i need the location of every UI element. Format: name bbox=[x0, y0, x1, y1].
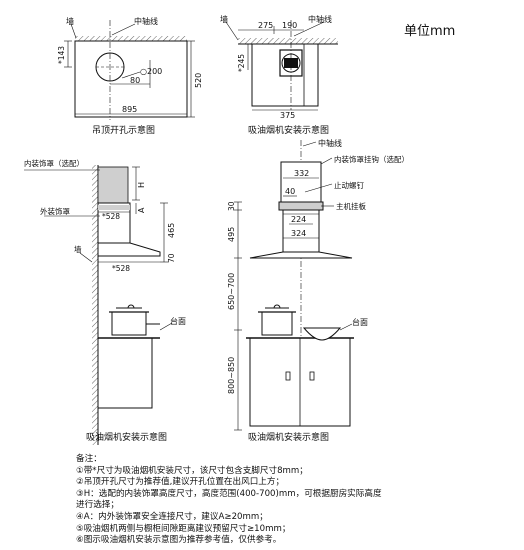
label-wall-1: 墙 bbox=[66, 16, 74, 26]
dim-465: 465 bbox=[167, 223, 176, 238]
pot-side bbox=[111, 311, 147, 336]
label-center-line-3: 中轴线 bbox=[318, 138, 342, 148]
note-line-6: ⑤吸油烟机两侧与橱柜间隙距离建议预留尺寸≥10mm； bbox=[76, 523, 291, 534]
note-line-7: ⑥图示吸油烟机安装示意图为推荐参考值，仅供参考。 bbox=[76, 535, 282, 546]
motor-core bbox=[284, 58, 298, 68]
pot-front bbox=[261, 311, 293, 336]
label-countertop-1: 台面 bbox=[170, 316, 186, 326]
dim-224: 224 bbox=[291, 215, 306, 224]
unit-label: 单位mm bbox=[404, 24, 456, 39]
dim-80: 80 bbox=[130, 76, 140, 85]
label-h: H bbox=[137, 182, 146, 188]
dim-190: 190 bbox=[282, 21, 297, 30]
label-center-line-1: 中轴线 bbox=[134, 16, 158, 26]
label-wall-2: 墙 bbox=[220, 14, 228, 24]
label-stop-screw: 止动螺钉 bbox=[334, 180, 364, 190]
dim-30: 30 bbox=[227, 201, 236, 211]
hood-body-top bbox=[251, 43, 319, 107]
caption-hood-install-front: 吸油烟机安装示意图 bbox=[248, 431, 329, 443]
dim-528-b: *528 bbox=[112, 264, 130, 273]
dim-324: 324 bbox=[291, 229, 306, 238]
main-hanger-plate bbox=[278, 201, 324, 211]
dim-800-850: 800~850 bbox=[227, 357, 236, 394]
label-center-line-2: 中轴线 bbox=[308, 14, 332, 24]
hood-body-front bbox=[249, 251, 353, 259]
dim-895: 895 bbox=[122, 105, 137, 114]
label-inner-cover: 内装饰罩（选配） bbox=[24, 158, 84, 168]
notes-title: 备注： bbox=[76, 454, 102, 464]
dim-495: 495 bbox=[227, 227, 236, 242]
label-outer-cover: 外装饰罩 bbox=[40, 206, 70, 216]
dim-143: *143 bbox=[57, 46, 66, 64]
dim-40: 40 bbox=[285, 187, 295, 196]
dim-520: 520 bbox=[194, 73, 203, 88]
dim-275: 275 bbox=[258, 21, 273, 30]
caption-hood-install-top: 吸油烟机安装示意图 bbox=[248, 124, 329, 136]
outer-cover-front bbox=[282, 209, 320, 253]
note-line-5: ④A：内外装饰罩安全连接尺寸，建议A≥20mm； bbox=[76, 511, 268, 522]
hood-install-side-diagram: 内装饰罩（选配） 外装饰罩 墙 H A *528 *528 465 70 台面 … bbox=[24, 158, 186, 445]
dim-528-a: *528 bbox=[102, 212, 120, 221]
ceiling-hatch bbox=[75, 36, 187, 41]
wall-hatch-top bbox=[238, 38, 338, 44]
dim-200: ○200 bbox=[140, 67, 162, 76]
ceiling-hole-diagram: 墙 中轴线 *143 ○200 80 520 895 吊顶开孔示意图 bbox=[57, 16, 203, 136]
note-line-1: ①带*尺寸为吸油烟机安装尺寸，该尺寸包含支脚尺寸8mm； bbox=[76, 465, 308, 476]
label-countertop-2: 台面 bbox=[352, 317, 368, 327]
inner-cover bbox=[97, 166, 129, 204]
label-inner-cover-hook: 内装饰罩挂钩（选配） bbox=[334, 154, 409, 164]
cabinet-side bbox=[97, 337, 153, 409]
dim-70: 70 bbox=[167, 253, 176, 263]
caption-ceiling-hole: 吊顶开孔示意图 bbox=[92, 124, 155, 136]
dim-650-700: 650~700 bbox=[227, 273, 236, 310]
ceiling-board bbox=[74, 40, 188, 118]
note-line-2: ②吊顶开孔尺寸为推荐值,建议开孔位置在出风口上方； bbox=[76, 477, 285, 488]
note-line-4: 进行选择； bbox=[76, 500, 119, 511]
dim-332: 332 bbox=[294, 169, 309, 178]
hood-install-front-diagram: 中轴线 内装饰罩挂钩（选配） 332 止动螺钉 40 主机挂板 30 224 3… bbox=[227, 138, 409, 443]
wall-hatch-side bbox=[92, 165, 98, 445]
note-line-3: ③H：选配的内装饰罩高度尺寸，高度范围(400-700)mm，可根据厨房实际高度 bbox=[76, 488, 382, 499]
hood-install-top-diagram: 墙 中轴线 275 190 *245 375 吸油烟机安装示意图 bbox=[220, 14, 338, 136]
dim-245: *245 bbox=[237, 54, 246, 72]
caption-hood-install-side: 吸油烟机安装示意图 bbox=[86, 431, 167, 443]
hood-body-side bbox=[97, 242, 161, 257]
label-a: A bbox=[137, 207, 146, 213]
dim-375: 375 bbox=[280, 111, 295, 120]
notes-block: 备注： ①带*尺寸为吸油烟机安装尺寸，该尺寸包含支脚尺寸8mm； ②吊顶开孔尺寸… bbox=[76, 454, 496, 547]
label-main-hanger: 主机挂板 bbox=[336, 201, 366, 211]
inner-cover-front bbox=[280, 161, 322, 203]
label-wall-3: 墙 bbox=[74, 244, 82, 254]
wok-front bbox=[302, 327, 342, 341]
